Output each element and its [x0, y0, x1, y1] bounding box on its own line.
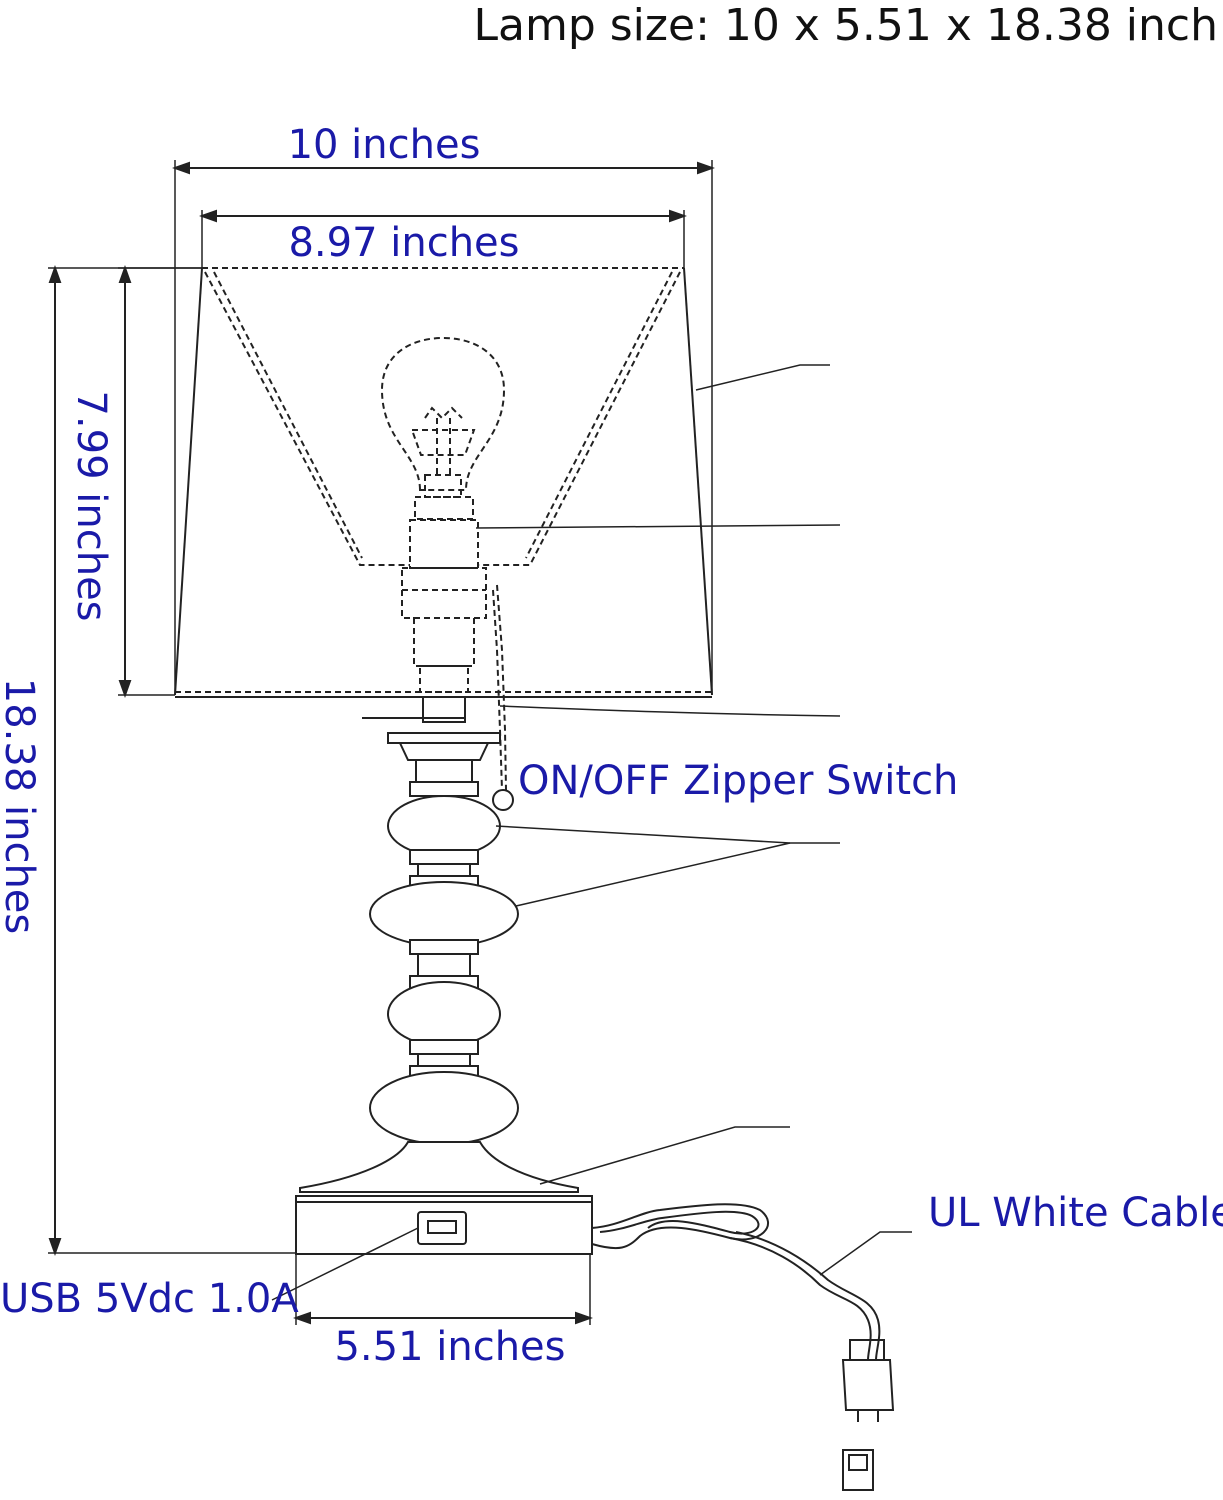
total-height-label: 18.38 inches	[0, 678, 42, 934]
usb-callout-label: USB 5Vdc 1.0A	[0, 1276, 299, 1322]
cable-callout-label: UL White Cable	[928, 1190, 1223, 1236]
cable	[591, 1203, 881, 1361]
lamp-body	[295, 732, 593, 1255]
dimension-lines	[48, 160, 715, 1325]
shade-top-width-label: 8.97 inches	[288, 220, 519, 266]
bulb	[380, 336, 506, 520]
leader-lines	[271, 364, 912, 1301]
lamp-size-title: Lamp size: 10 x 5.51 x 18.38 inch	[474, 0, 1219, 51]
switch-callout-label: ON/OFF Zipper Switch	[518, 758, 958, 804]
base-width-label: 5.51 inches	[334, 1324, 565, 1370]
lamp-shade	[174, 267, 713, 698]
socket	[362, 519, 514, 811]
shade-bottom-width-label: 10 inches	[288, 122, 481, 168]
shade-height-label: 7.99 inches	[68, 390, 114, 621]
plug-icon	[841, 1339, 895, 1491]
